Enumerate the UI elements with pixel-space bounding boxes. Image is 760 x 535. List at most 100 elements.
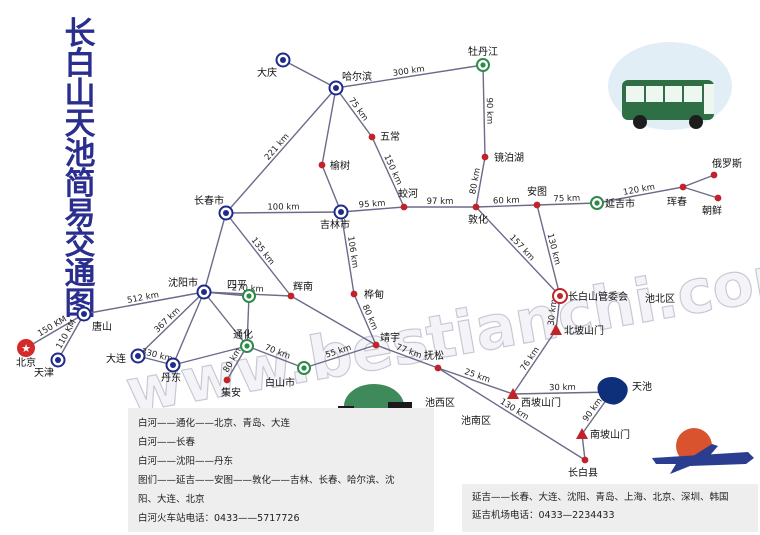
route-shenyang-tonghua bbox=[203, 291, 248, 347]
node-fusong bbox=[434, 364, 442, 372]
place-label-tianchi: 天池 bbox=[632, 380, 652, 393]
node-wuchang bbox=[368, 133, 376, 141]
place-label-tianjin: 天津 bbox=[34, 367, 54, 379]
node-dunhua bbox=[472, 203, 480, 211]
map-nodes: ★ bbox=[17, 52, 722, 464]
route-shenyang-dandong bbox=[172, 291, 205, 366]
node-changbaixian bbox=[581, 456, 589, 464]
rail-info-line: 白河——长春 bbox=[138, 437, 196, 448]
distance-label: 75 km bbox=[553, 194, 580, 205]
node-huinan bbox=[287, 292, 295, 300]
place-label-fusong: 抚松 bbox=[424, 349, 444, 362]
distance-label: 270 km bbox=[231, 283, 264, 294]
airport-info-panel: 延吉——长春、大连、沈阳、青岛、上海、北京、深圳、韩国 延吉机场电话：0433—… bbox=[462, 484, 758, 532]
place-label-baishan: 白山市 bbox=[265, 376, 295, 389]
place-label-harbin: 哈尔滨 bbox=[342, 70, 372, 83]
route-harbin-mudanjiang bbox=[335, 64, 484, 89]
place-label-dunhua: 敦化 bbox=[468, 213, 488, 226]
route-huadian-jingyu bbox=[353, 293, 377, 346]
place-label-nanpo: 南坡山门 bbox=[590, 428, 630, 441]
place-label-jilin: 吉林市 bbox=[320, 218, 350, 231]
distance-label: 300 km bbox=[392, 64, 425, 79]
place-label-huinan: 辉南 bbox=[293, 280, 313, 293]
node-jian bbox=[223, 376, 231, 384]
node-harbin bbox=[328, 80, 344, 96]
route-mudanjiang-jingpohu bbox=[482, 64, 486, 158]
route-shenyang-tangshan bbox=[83, 291, 205, 315]
route-dunhua-guanweihui bbox=[475, 206, 561, 297]
place-label-beijing: 北京 bbox=[16, 356, 36, 369]
distance-label: 150 km bbox=[381, 153, 403, 186]
distance-label: 130 km bbox=[545, 232, 563, 266]
route-shenyang-dalian bbox=[137, 291, 205, 357]
node-mudanjiang bbox=[476, 58, 490, 72]
title-char: 池 bbox=[65, 136, 96, 172]
title-char: 长 bbox=[65, 16, 96, 52]
node-yushu bbox=[318, 161, 326, 169]
route-huinan-jingyu bbox=[290, 295, 377, 346]
node-siping bbox=[242, 289, 256, 303]
node-dalian bbox=[130, 348, 146, 364]
place-label-dandong: 丹东 bbox=[161, 371, 181, 384]
place-label-jiaohe: 蛟河 bbox=[398, 187, 418, 200]
route-harbin-daqing bbox=[282, 59, 337, 89]
node-tonghua bbox=[240, 339, 254, 353]
route-siping-tonghua bbox=[246, 295, 250, 347]
distance-label: 106 km bbox=[345, 236, 360, 269]
place-label-jian: 集安 bbox=[221, 386, 241, 399]
airport-info-line: 延吉——长春、大连、沈阳、青岛、上海、北京、深圳、韩国 bbox=[472, 492, 729, 503]
rail-info-line: 白河——沈阳——丹东 bbox=[138, 456, 234, 467]
place-label-yanji: 延吉市 bbox=[605, 197, 635, 210]
node-nanpo bbox=[576, 428, 588, 439]
node-tianchi bbox=[597, 377, 628, 405]
distance-label: 60 km bbox=[493, 196, 520, 207]
title-char: 简 bbox=[65, 166, 96, 202]
route-beipo-xipo bbox=[512, 329, 557, 395]
place-label-yushu: 榆树 bbox=[330, 159, 350, 172]
place-label-beipo: 北坡山门 bbox=[564, 324, 604, 337]
node-beipo bbox=[550, 324, 562, 335]
route-hunchun-korea bbox=[682, 186, 719, 199]
route-changchun-huinan bbox=[225, 212, 292, 297]
rail-info-line: 阳、大连、北京 bbox=[138, 494, 205, 505]
route-tonghua-baishan bbox=[246, 345, 305, 369]
route-tonghua-dandong bbox=[172, 345, 248, 366]
svg-text:★: ★ bbox=[21, 342, 31, 355]
route-yushu-jilin bbox=[321, 164, 342, 213]
node-yanji bbox=[590, 196, 604, 210]
route-harbin-yushu bbox=[321, 87, 337, 166]
route-tangshan-tianjin bbox=[57, 313, 85, 361]
distance-label: 157 km bbox=[507, 233, 536, 263]
place-label-daqing: 大庆 bbox=[257, 66, 277, 79]
node-beijing: ★ bbox=[17, 339, 35, 357]
place-label-antu: 安图 bbox=[527, 185, 547, 198]
node-baishan bbox=[297, 361, 311, 375]
route-harbin-changchun bbox=[225, 87, 337, 214]
rail-info-line: 图们——延吉——安图——敦化——吉林、长春、哈尔滨、沈 bbox=[138, 475, 395, 486]
place-label-dalian: 大连 bbox=[106, 352, 126, 365]
node-daqing bbox=[275, 52, 291, 68]
place-label-jingpohu: 镜泊湖 bbox=[494, 151, 524, 164]
route-changchun-shenyang bbox=[203, 212, 227, 293]
distance-label: 30 km bbox=[549, 383, 576, 394]
node-dandong bbox=[165, 357, 181, 373]
place-label-wuchang: 五常 bbox=[380, 130, 400, 143]
route-wuchang-jiaohe bbox=[371, 136, 405, 208]
place-label-hunchun: 珲春 bbox=[667, 196, 687, 208]
node-changchun bbox=[218, 205, 234, 221]
distance-label: 221 km bbox=[263, 132, 292, 163]
title-char: 天 bbox=[65, 106, 96, 142]
node-guanweihui bbox=[552, 288, 568, 304]
place-label-russia: 俄罗斯 bbox=[712, 157, 742, 170]
node-jilin bbox=[333, 204, 349, 220]
node-antu bbox=[533, 201, 541, 209]
node-xipo bbox=[507, 388, 519, 399]
place-label-changbaixian: 长白县 bbox=[568, 466, 598, 479]
place-label-mudanjiang: 牡丹江 bbox=[468, 45, 498, 58]
node-jingpohu bbox=[481, 153, 489, 161]
distance-label: 30 km bbox=[547, 299, 560, 327]
rail-info-line: 白河火车站电话：0433——5717726 bbox=[138, 513, 300, 524]
airplane-icon bbox=[652, 428, 754, 474]
